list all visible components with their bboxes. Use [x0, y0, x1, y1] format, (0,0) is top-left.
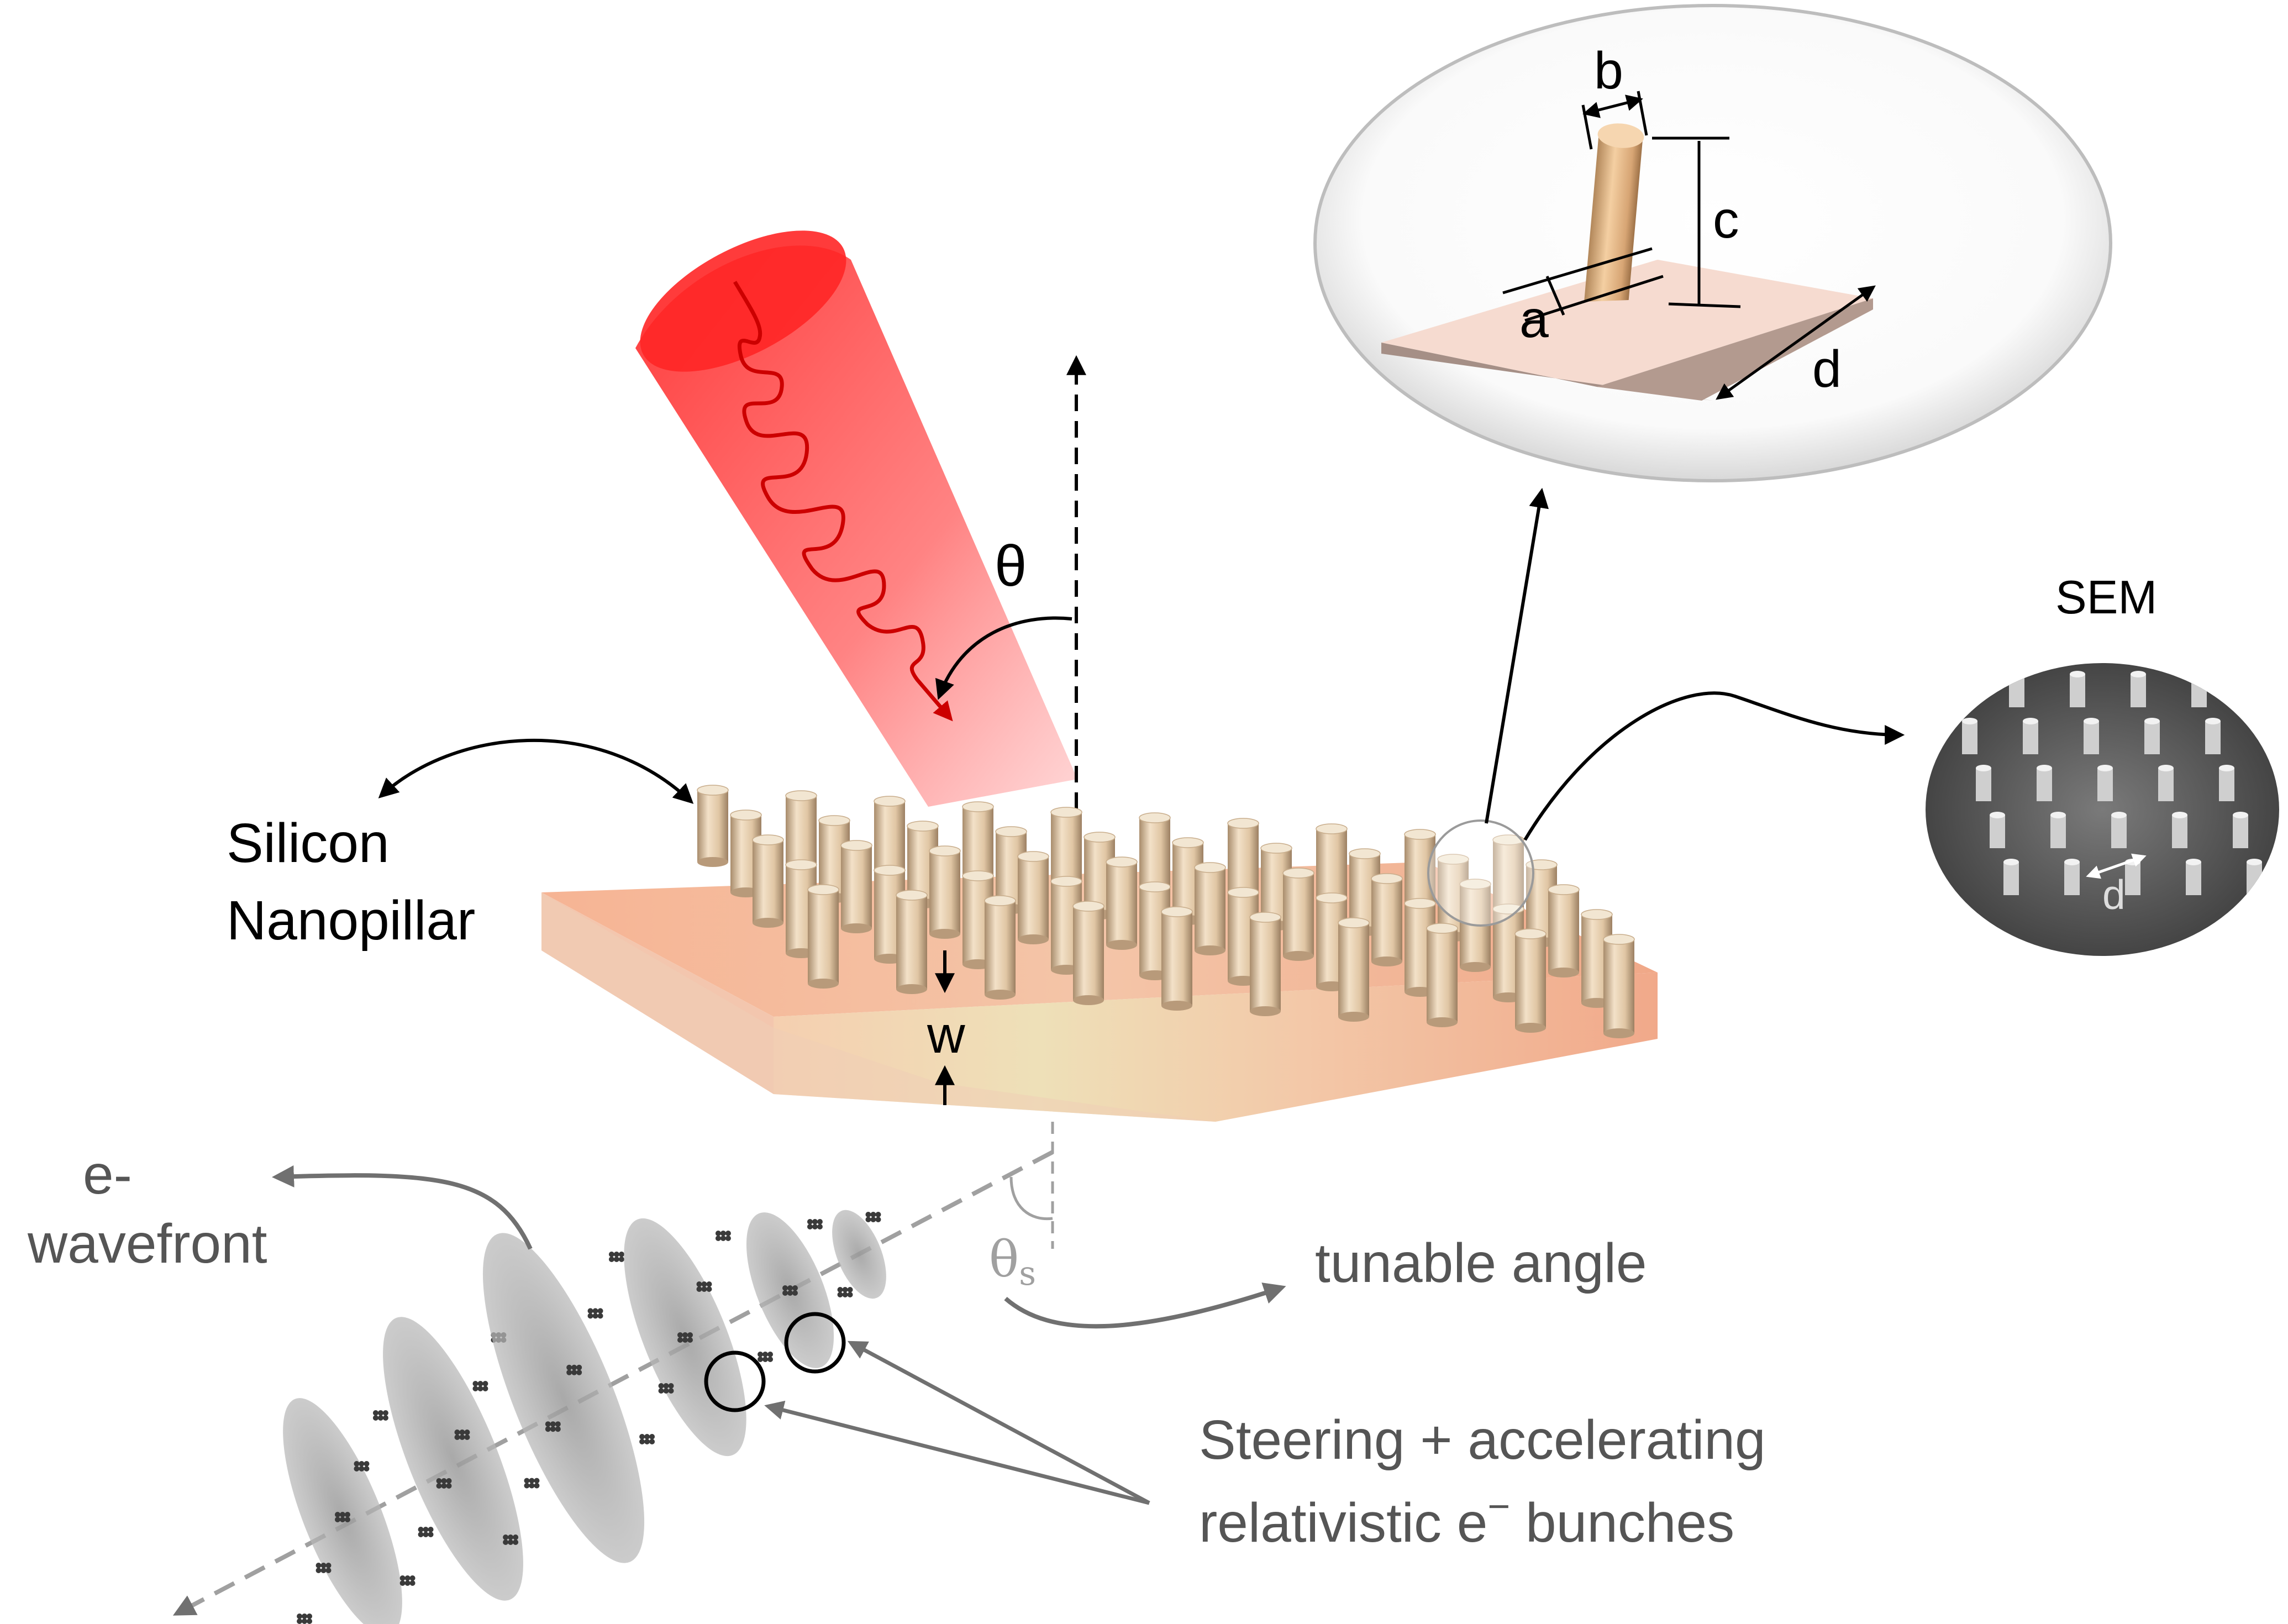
sem-pillar [2050, 812, 2066, 848]
tunable-angle-label: tunable angle [1315, 1232, 1647, 1294]
nanopillar [1426, 923, 1458, 1027]
e-wavefront-label-1: e- [83, 1144, 132, 1206]
sem-pillar [2070, 671, 2085, 707]
nanopillar [1161, 906, 1193, 1011]
sem-pillar [2191, 671, 2207, 707]
sem-title: SEM [2055, 571, 2157, 624]
nanopillar [1282, 868, 1314, 961]
nanopillar [1106, 856, 1138, 950]
theta-s-symbol: θ [989, 1231, 1019, 1289]
sem-pillar [2252, 671, 2268, 707]
theta-arc [935, 616, 1072, 700]
sem-pillar [2205, 718, 2221, 754]
sem-pillar [2064, 859, 2080, 895]
steering-label-2a: relativistic e [1199, 1492, 1487, 1554]
sem-pillar [2111, 812, 2127, 848]
electron-bunch [832, 1210, 886, 1299]
nanopillar-label: Nanopillar [227, 890, 475, 952]
laser-beam [635, 230, 1077, 807]
sem-d-label: d [2102, 871, 2126, 918]
silicon-label: Silicon [227, 812, 390, 874]
steering-arrow-1 [764, 1400, 1150, 1505]
nanopillar-pointer-arrow [378, 739, 694, 804]
sem-pillar [2084, 718, 2099, 754]
steering-label-1: Steering + accelerating [1199, 1409, 1766, 1471]
bunch-highlight-2 [784, 1312, 846, 1374]
sem-pillar [2131, 671, 2146, 707]
nanopillar [1017, 851, 1049, 944]
sem-pillar [2003, 859, 2019, 895]
theta-s-arc [1009, 1176, 1053, 1221]
inset-b-label: b [1594, 41, 1623, 100]
sem-pillar [1990, 812, 2005, 848]
nanopillar [1227, 818, 1259, 900]
electron-bunch [283, 1398, 402, 1624]
sem-pillar [2186, 859, 2201, 895]
nanopillar [962, 801, 994, 884]
nanopillar [1194, 862, 1226, 955]
laser-waveform [733, 281, 953, 722]
nanopillar [896, 890, 928, 994]
electron-bunches [283, 1210, 886, 1624]
w-label: w [927, 1006, 965, 1064]
electron-bunch [624, 1218, 746, 1457]
steering-label-2: relativistic e− bunches [1199, 1485, 1734, 1554]
nanopillar [840, 840, 872, 933]
tunable-angle-arrow [1004, 1283, 1286, 1329]
nanopillar [1072, 901, 1104, 1005]
steering-label-2b: bunches [1510, 1492, 1734, 1554]
sem-pillar [2266, 718, 2279, 754]
zoom-arrow-sem [1523, 691, 1905, 841]
nanopillar [1050, 807, 1082, 889]
electron-bunch [482, 1233, 645, 1563]
nanopillar [984, 895, 1016, 1000]
nanopillar [1371, 873, 1403, 966]
electron-bunch [746, 1212, 834, 1368]
nanopillar [1404, 829, 1436, 911]
sem-pillar [2280, 765, 2288, 801]
sem-pillar [2158, 765, 2174, 801]
nanopillar [697, 785, 729, 867]
nanopillar [1548, 884, 1580, 977]
sem-pillar [2023, 718, 2038, 754]
sem-pillar [2009, 671, 2024, 707]
sem-pillar [2037, 765, 2052, 801]
sem-pillar [2247, 859, 2262, 895]
theta-s-subscript: s [1019, 1254, 1036, 1293]
wavefront-arrow [272, 1165, 533, 1250]
e-wavefront-label-2: wavefront [27, 1213, 267, 1275]
sem-pillar [2172, 812, 2187, 848]
theta-s-label: θs [989, 1231, 1036, 1293]
sem-pillar [1976, 765, 1991, 801]
nanopillar [1338, 917, 1370, 1022]
magnifier-bubble [1427, 819, 1534, 927]
sem-pillar [2144, 718, 2160, 754]
sem-pillar [1962, 718, 1977, 754]
nanopillar [1492, 834, 1524, 917]
unit-cell-pillar [1584, 123, 1644, 302]
sem-pillar [1948, 671, 1964, 707]
nanopillar [752, 834, 784, 928]
nanopillar [929, 845, 961, 939]
sem-pillar [2097, 765, 2113, 801]
inset-a-label: a [1519, 290, 1549, 349]
inset-c-label: c [1713, 191, 1739, 249]
nanopillar [1249, 912, 1281, 1016]
inset-d-label: d [1812, 340, 1842, 398]
sem-pillar [2219, 765, 2234, 801]
steering-superscript: − [1487, 1485, 1510, 1528]
theta-label: θ [995, 534, 1027, 598]
sem-pillar [2125, 859, 2140, 895]
nanopillar [807, 884, 839, 989]
nanopillar [874, 796, 906, 878]
nanopillar [1603, 934, 1635, 1038]
sem-pillar [2233, 812, 2248, 848]
sem-d-arrow [2086, 853, 2147, 879]
steering-arrow-2 [847, 1341, 1150, 1505]
bunch-highlight-1 [704, 1350, 766, 1412]
inset-dimension-lines [1502, 91, 1876, 400]
nanopillar [1514, 928, 1547, 1033]
zoom-arrow-inset [1485, 487, 1549, 824]
